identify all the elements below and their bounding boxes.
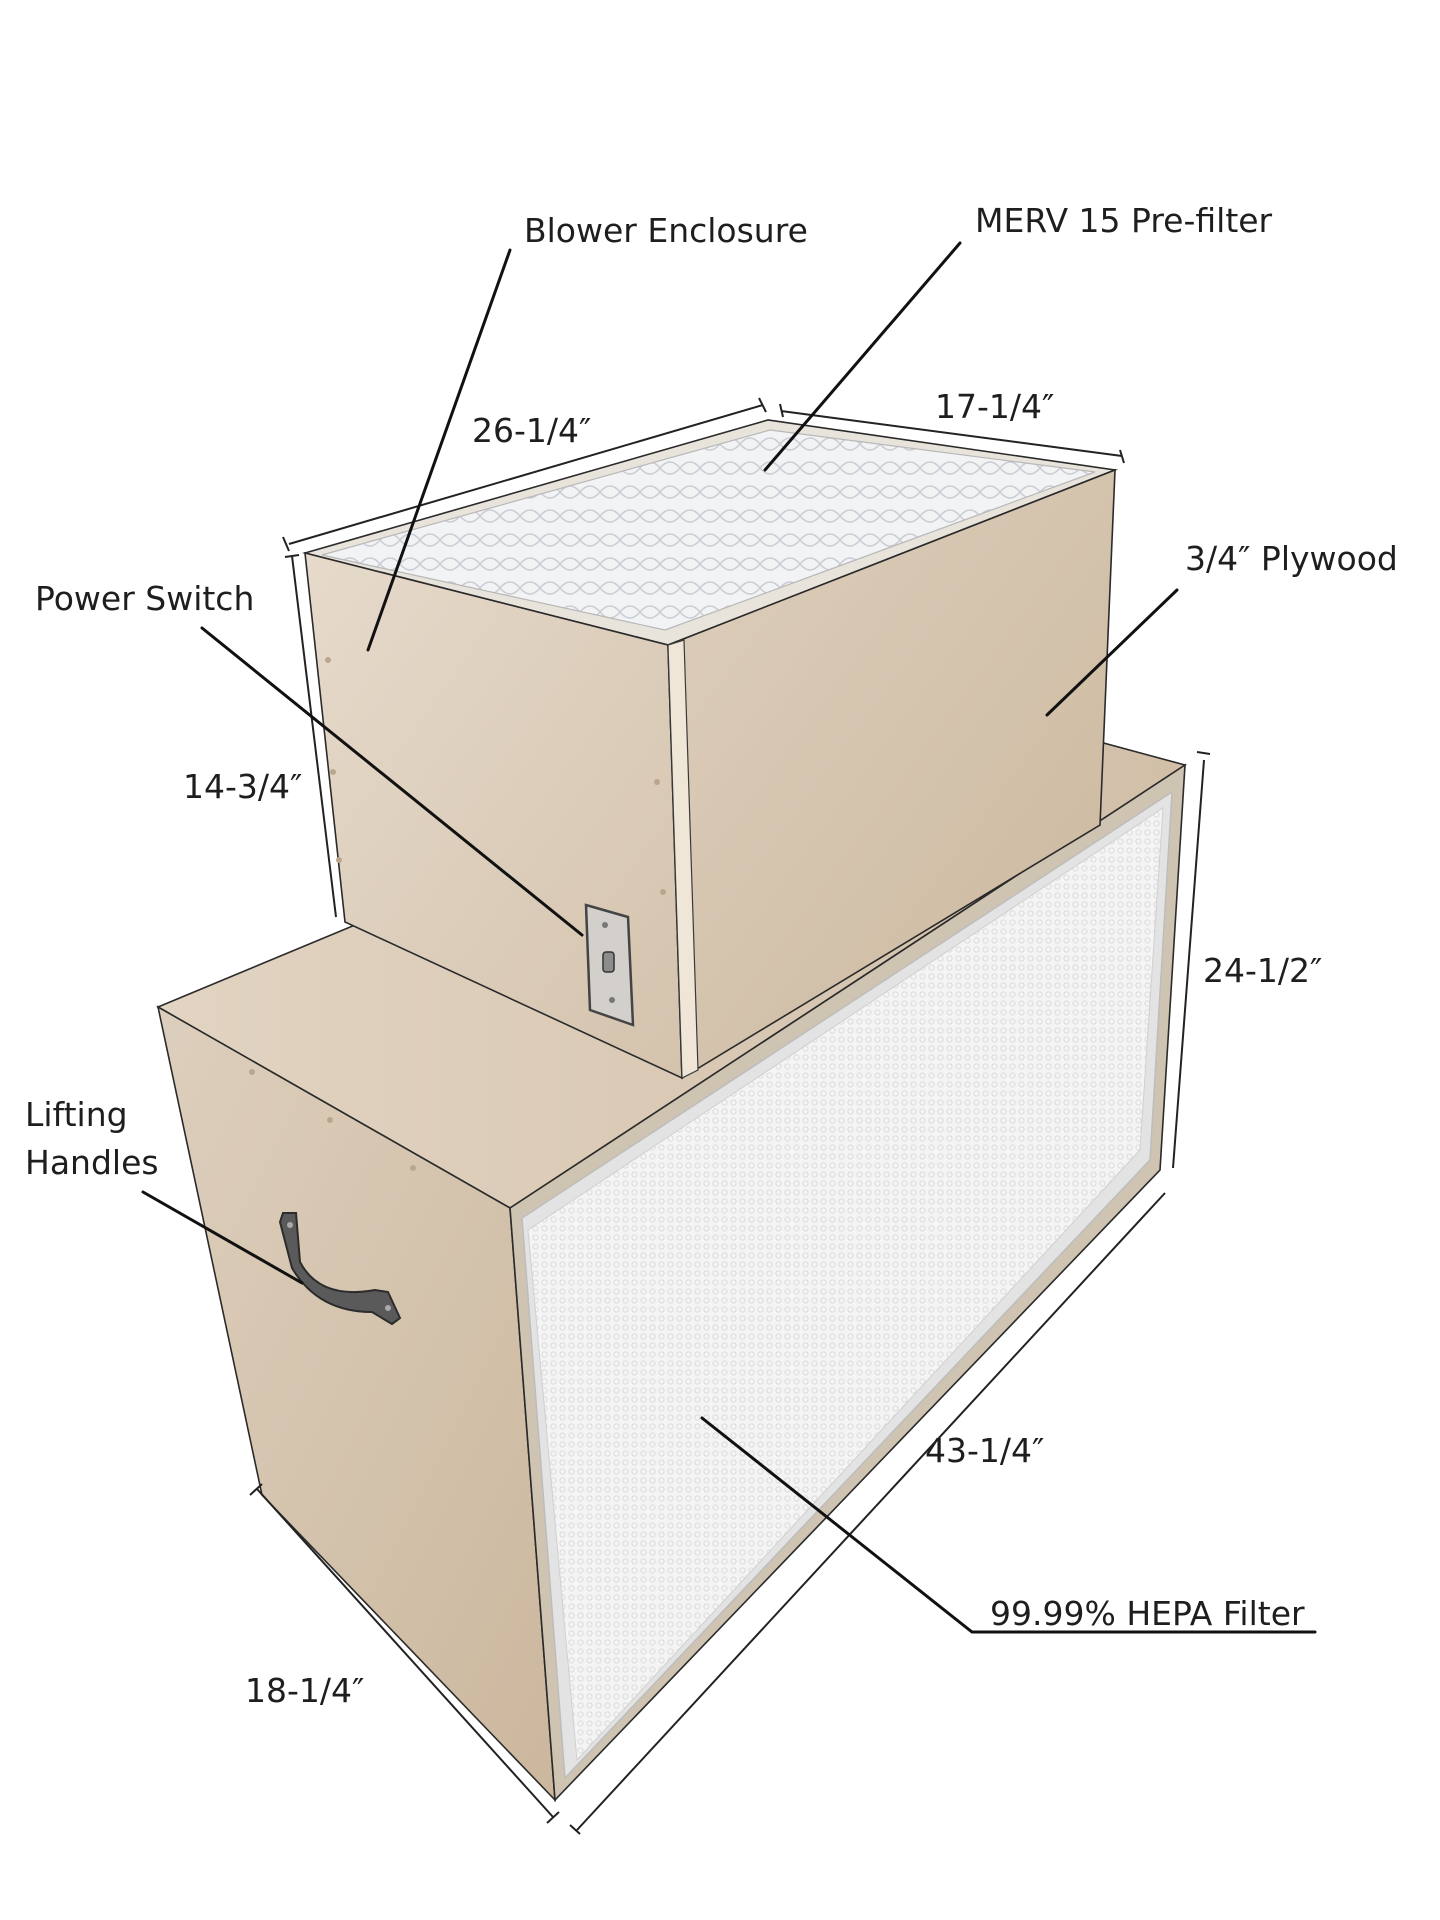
label-hepa-filter: 99.99% HEPA Filter: [990, 1594, 1305, 1633]
lifting-handle-icon: [278, 1212, 402, 1326]
plywood-edge: [667, 639, 699, 1079]
label-lifting-handles-line1: Lifting: [25, 1095, 128, 1134]
dimension-labels: 26-1/4″ 17-1/4″ 14-3/4″ 24-1/2″ 43-1/4″ …: [183, 387, 1322, 1710]
blower-screws: [325, 657, 666, 895]
leader-plywood: [1045, 588, 1179, 717]
dim-base-height: 24-1/2″: [1203, 951, 1322, 990]
label-merv-prefilter: MERV 15 Pre-filter: [975, 201, 1273, 240]
leader-lifting-handles: [141, 1190, 304, 1285]
leader-merv-prefilter: [763, 241, 962, 472]
label-plywood: 3/4″ Plywood: [1185, 539, 1398, 578]
dim-top-depth: 17-1/4″: [935, 387, 1054, 426]
leader-power-switch: [200, 626, 584, 937]
leader-blower-enclosure: [366, 248, 512, 652]
base-box: [156, 737, 1187, 1803]
leader-lines: [141, 241, 1317, 1634]
dim-top-width: 26-1/4″: [472, 411, 591, 450]
leader-hepa-filter: [700, 1416, 1317, 1634]
dim-base-depth: 18-1/4″: [245, 1671, 364, 1710]
label-blower-enclosure: Blower Enclosure: [524, 211, 808, 250]
label-lifting-handles-line2: Handles: [25, 1143, 159, 1182]
hepa-filter-media: [527, 807, 1164, 1762]
callout-labels: Blower Enclosure MERV 15 Pre-filter 3/4″…: [25, 201, 1398, 1633]
dim-top-height: 14-3/4″: [183, 767, 302, 806]
power-switch-icon[interactable]: [584, 903, 635, 1027]
dim-base-length: 43-1/4″: [925, 1431, 1044, 1470]
label-power-switch: Power Switch: [35, 579, 254, 618]
blower-enclosure-box: [301, 419, 1119, 1080]
prefilter-media: [321, 429, 1096, 631]
dimension-lines: [249, 397, 1211, 1835]
